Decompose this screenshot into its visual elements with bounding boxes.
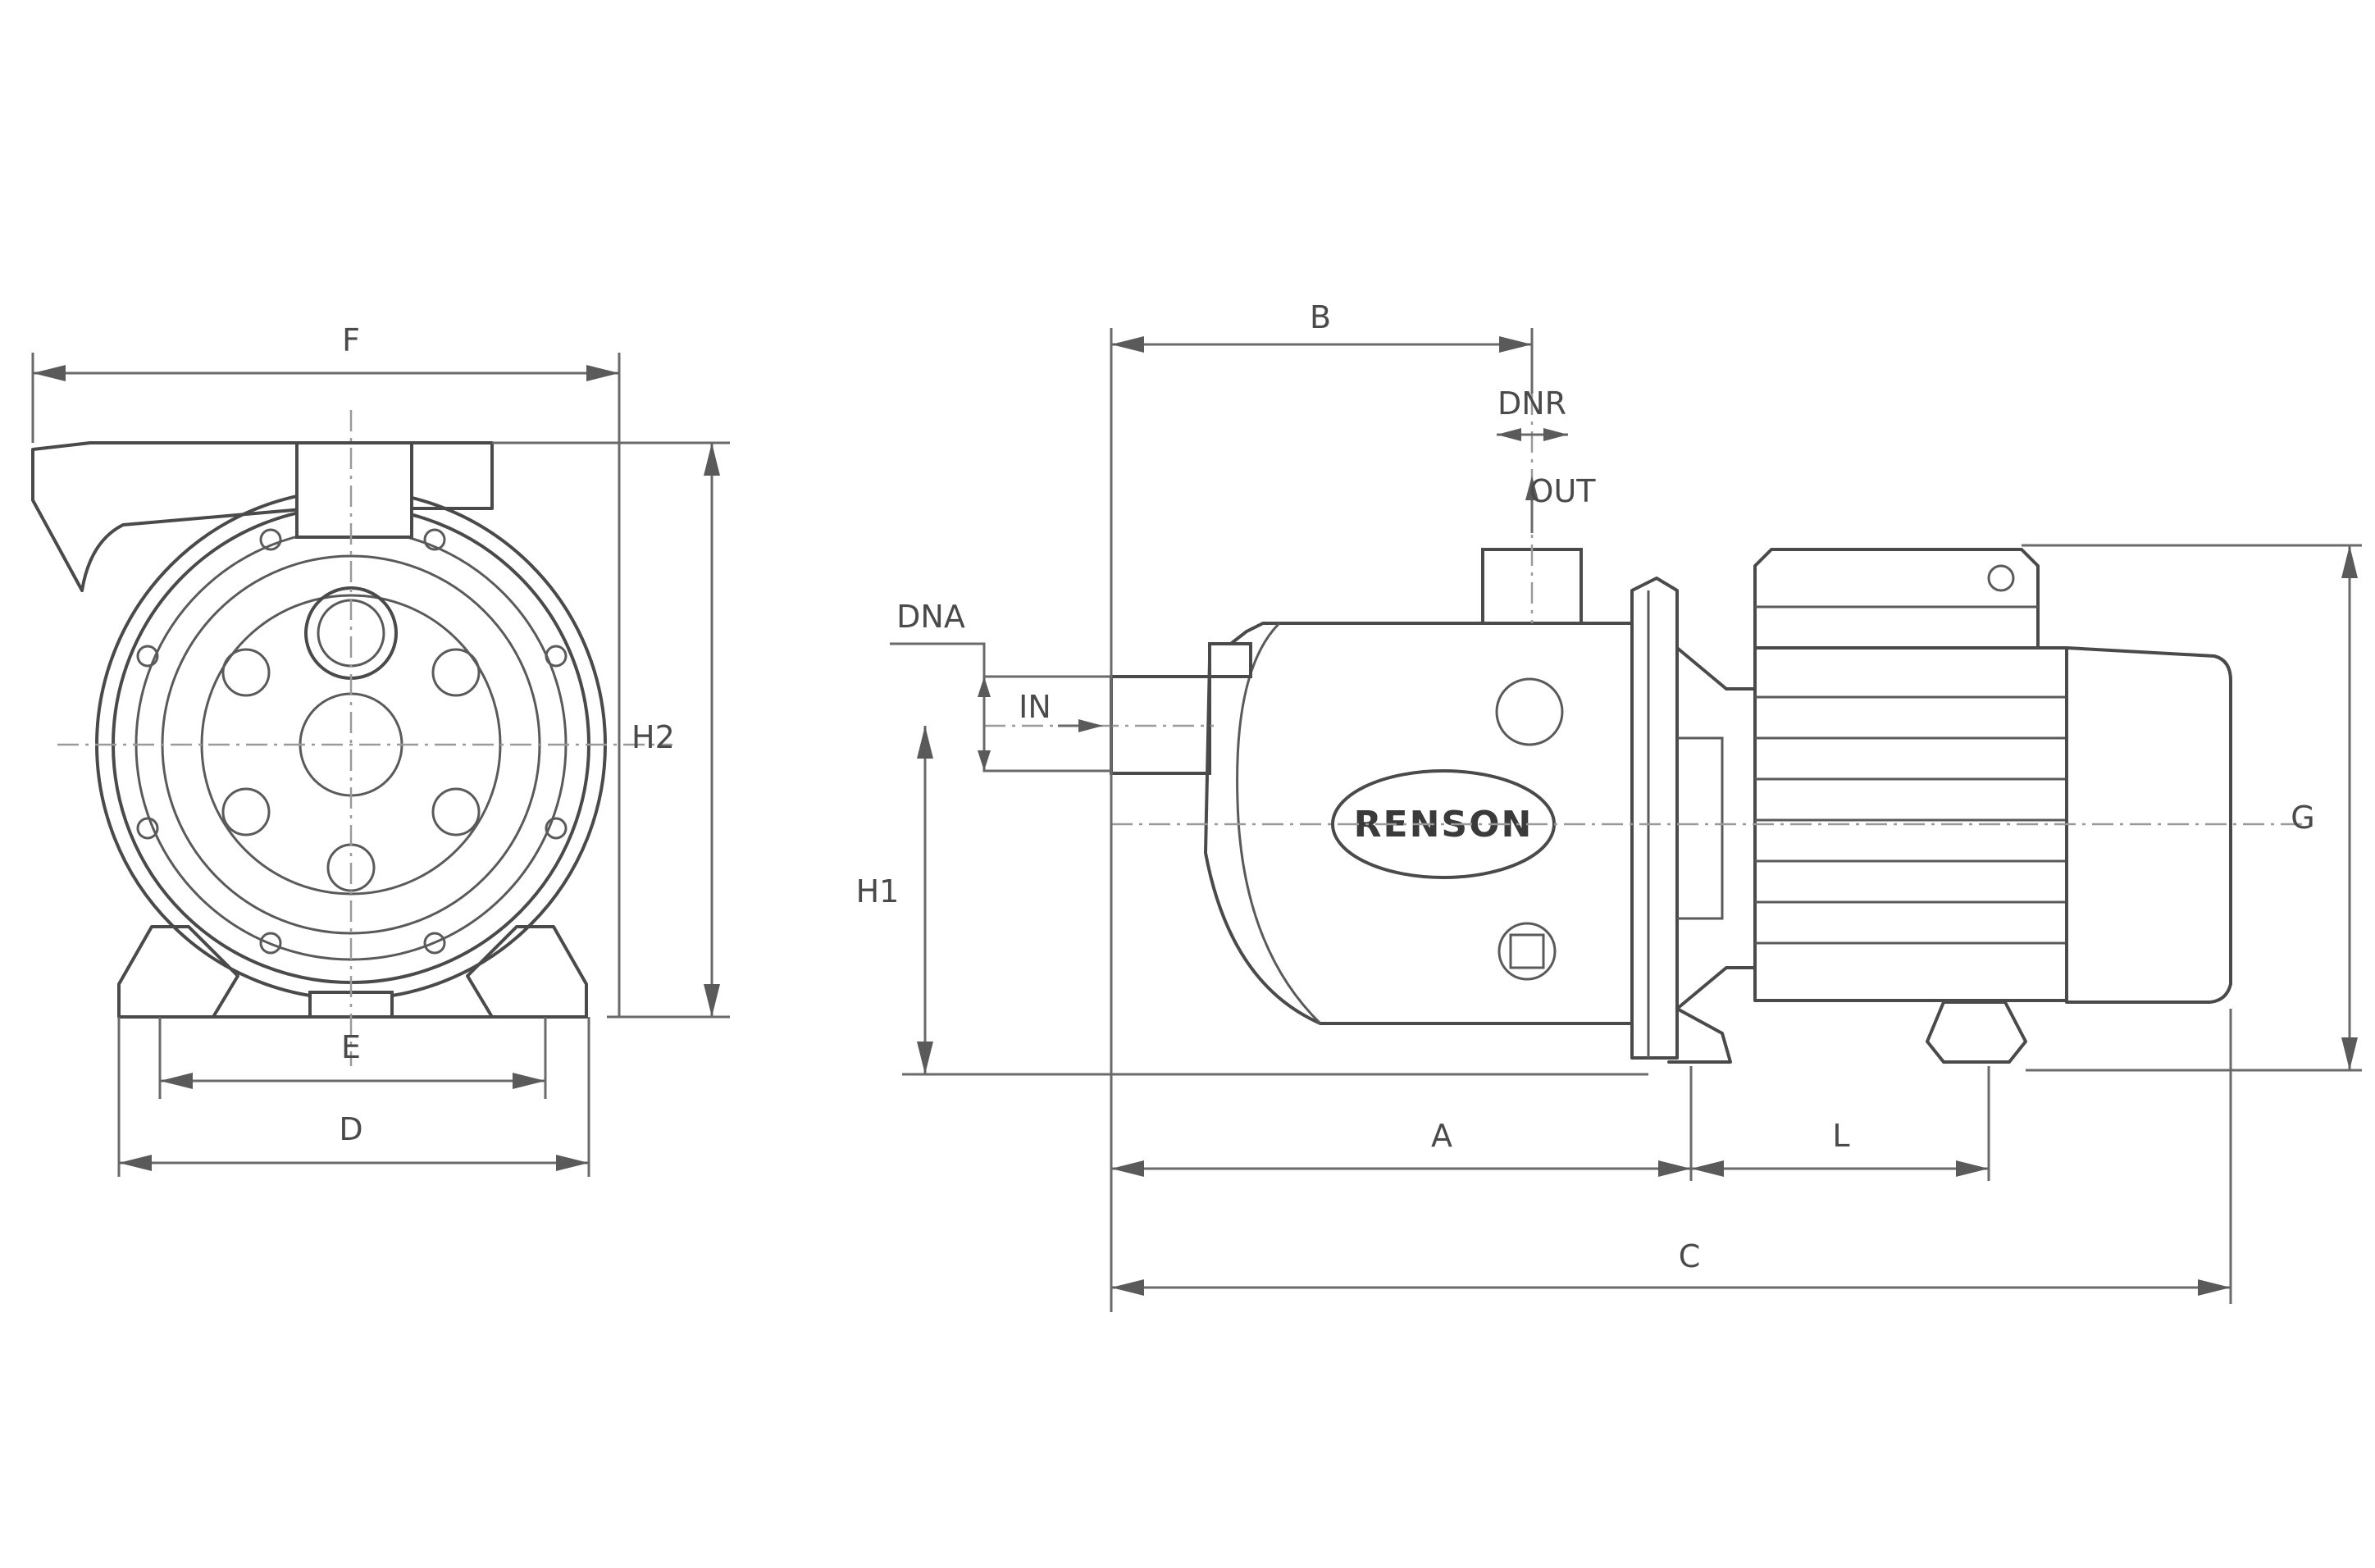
- side-motor-foot: [1926, 1001, 2027, 1064]
- front-bolts: [136, 528, 568, 955]
- label-D: D: [339, 1111, 362, 1147]
- label-DNA: DNA: [896, 599, 965, 635]
- label-H2: H2: [631, 719, 675, 755]
- side-bracket-foot: [1667, 1007, 1732, 1064]
- label-E: E: [341, 1029, 361, 1065]
- side-motor-fins: [1755, 695, 2067, 945]
- label-F: F: [342, 322, 360, 358]
- side-pump-body: [1204, 622, 1634, 1025]
- label-A: A: [1431, 1118, 1452, 1154]
- side-terminal-box: [1753, 548, 2040, 650]
- front-foot-left: [117, 925, 239, 1019]
- label-L: L: [1832, 1118, 1849, 1154]
- label-H1: H1: [856, 873, 900, 909]
- front-view: F H2 E D: [31, 322, 730, 1177]
- front-outlet-neck: [295, 441, 413, 539]
- dim-DNA-leader: [890, 642, 1111, 773]
- side-drain-plug: [1497, 922, 1557, 981]
- label-B: B: [1310, 299, 1331, 335]
- side-flange: [1630, 577, 1679, 1060]
- label-C: C: [1679, 1238, 1701, 1274]
- label-G: G: [2291, 800, 2314, 836]
- terminal-screw-icon: [1987, 564, 2015, 592]
- side-filler-plug: [1495, 677, 1564, 746]
- side-bracket: [1675, 646, 1757, 1010]
- side-view: RENSON: [856, 299, 2362, 1312]
- side-top-fitting: [1208, 642, 1252, 678]
- side-fan-cover: [2065, 646, 2232, 1004]
- label-IN: IN: [1019, 689, 1051, 725]
- label-OUT: OUT: [1529, 473, 1597, 509]
- front-top-hood: [31, 441, 494, 592]
- label-DNR: DNR: [1497, 385, 1566, 422]
- side-pump-body-inner: [1236, 622, 1322, 1025]
